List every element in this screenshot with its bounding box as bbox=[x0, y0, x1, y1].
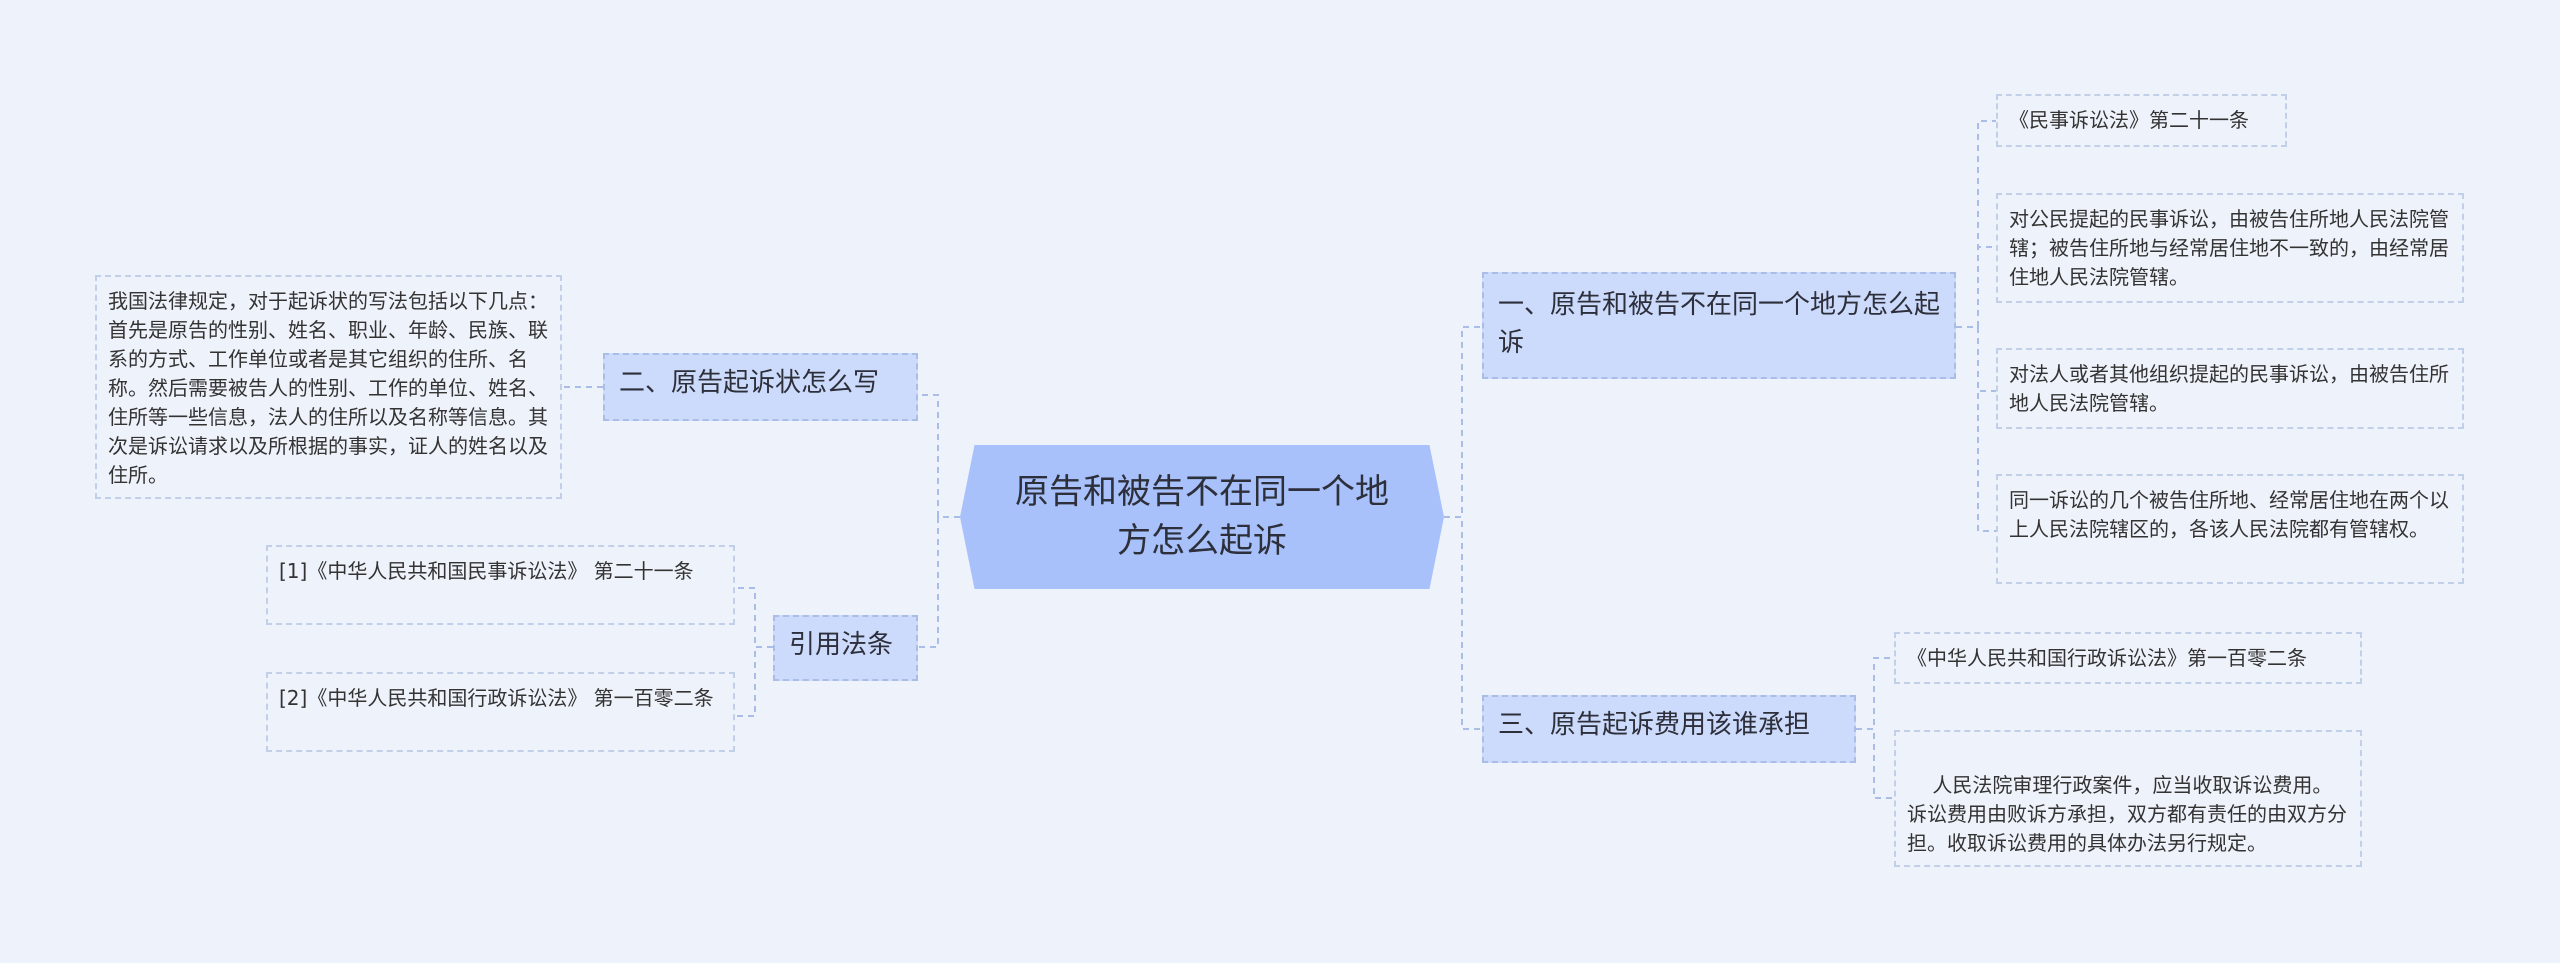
connector-fees-to-item2 bbox=[1856, 728, 1894, 799]
citation-item-2-text: [2]《中华人民共和国行政诉讼法》 第一百零二条 bbox=[279, 686, 714, 710]
root-topic-label: 原告和被告不在同一个地方怎么起诉 bbox=[1015, 472, 1389, 561]
jurisdiction-item-1-text: 《民事诉讼法》第二十一条 bbox=[2009, 108, 2249, 132]
connector-root-to-citations bbox=[918, 516, 960, 648]
branch-complaint-writing[interactable]: 二、原告起诉状怎么写 bbox=[603, 353, 918, 421]
jurisdiction-item-3[interactable]: 对法人或者其他组织提起的民事诉讼，由被告住所地人民法院管辖。 bbox=[1996, 348, 2464, 429]
connector-jurisdiction-to-item1 bbox=[1956, 120, 1996, 328]
jurisdiction-item-2[interactable]: 对公民提起的民事诉讼，由被告住所地人民法院管辖；被告住所地与经常居住地不一致的，… bbox=[1996, 193, 2464, 303]
complaint-detail-text: 我国法律规定，对于起诉状的写法包括以下几点：首先是原告的性别、姓名、职业、年龄、… bbox=[108, 289, 548, 487]
connector-root-to-fees bbox=[1444, 516, 1482, 730]
branch-litigation-fees[interactable]: 三、原告起诉费用该谁承担 bbox=[1482, 695, 1856, 763]
connector-citations-to-item2 bbox=[735, 646, 773, 717]
connector-root-to-complaint bbox=[918, 394, 960, 518]
root-topic[interactable]: 原告和被告不在同一个地方怎么起诉 bbox=[960, 445, 1444, 589]
jurisdiction-item-1[interactable]: 《民事诉讼法》第二十一条 bbox=[1996, 94, 2287, 147]
connector-jurisdiction-to-item2 bbox=[1956, 246, 1996, 328]
fees-item-2-text: 人民法院审理行政案件，应当收取诉讼费用。诉讼费用由败诉方承担，双方都有责任的由双… bbox=[1907, 773, 2347, 855]
branch-litigation-fees-label: 三、原告起诉费用该谁承担 bbox=[1498, 710, 1811, 740]
jurisdiction-item-4-text: 同一诉讼的几个被告住所地、经常居住地在两个以上人民法院辖区的，各该人民法院都有管… bbox=[2009, 488, 2449, 541]
complaint-detail-note[interactable]: 我国法律规定，对于起诉状的写法包括以下几点：首先是原告的性别、姓名、职业、年龄、… bbox=[95, 275, 562, 499]
jurisdiction-item-2-text: 对公民提起的民事诉讼，由被告住所地人民法院管辖；被告住所地与经常居住地不一致的，… bbox=[2009, 207, 2449, 289]
jurisdiction-item-3-text: 对法人或者其他组织提起的民事诉讼，由被告住所地人民法院管辖。 bbox=[2009, 362, 2449, 415]
connector-root-to-jurisdiction bbox=[1444, 326, 1482, 518]
citation-item-1[interactable]: [1]《中华人民共和国民事诉讼法》 第二十一条 bbox=[266, 545, 735, 625]
branch-cited-laws-label: 引用法条 bbox=[789, 630, 894, 660]
connector-jurisdiction-to-item3 bbox=[1956, 326, 1996, 392]
citation-item-1-text: [1]《中华人民共和国民事诉讼法》 第二十一条 bbox=[279, 559, 694, 583]
branch-complaint-writing-label: 二、原告起诉状怎么写 bbox=[619, 368, 880, 398]
branch-cited-laws[interactable]: 引用法条 bbox=[773, 615, 918, 681]
citation-item-2[interactable]: [2]《中华人民共和国行政诉讼法》 第一百零二条 bbox=[266, 672, 735, 752]
connector-jurisdiction-to-item4 bbox=[1956, 326, 1996, 532]
branch-jurisdiction[interactable]: 一、原告和被告不在同一个地方怎么起诉 bbox=[1482, 272, 1956, 379]
jurisdiction-item-4[interactable]: 同一诉讼的几个被告住所地、经常居住地在两个以上人民法院辖区的，各该人民法院都有管… bbox=[1996, 474, 2464, 584]
fees-item-2[interactable]: 人民法院审理行政案件，应当收取诉讼费用。诉讼费用由败诉方承担，双方都有责任的由双… bbox=[1894, 730, 2362, 867]
fees-item-1-text: 《中华人民共和国行政诉讼法》第一百零二条 bbox=[1907, 646, 2307, 670]
connector-citations-to-item1 bbox=[735, 587, 773, 648]
fees-item-1[interactable]: 《中华人民共和国行政诉讼法》第一百零二条 bbox=[1894, 632, 2362, 684]
branch-jurisdiction-label: 一、原告和被告不在同一个地方怎么起诉 bbox=[1498, 290, 1941, 358]
connector-fees-to-item1 bbox=[1856, 657, 1894, 730]
